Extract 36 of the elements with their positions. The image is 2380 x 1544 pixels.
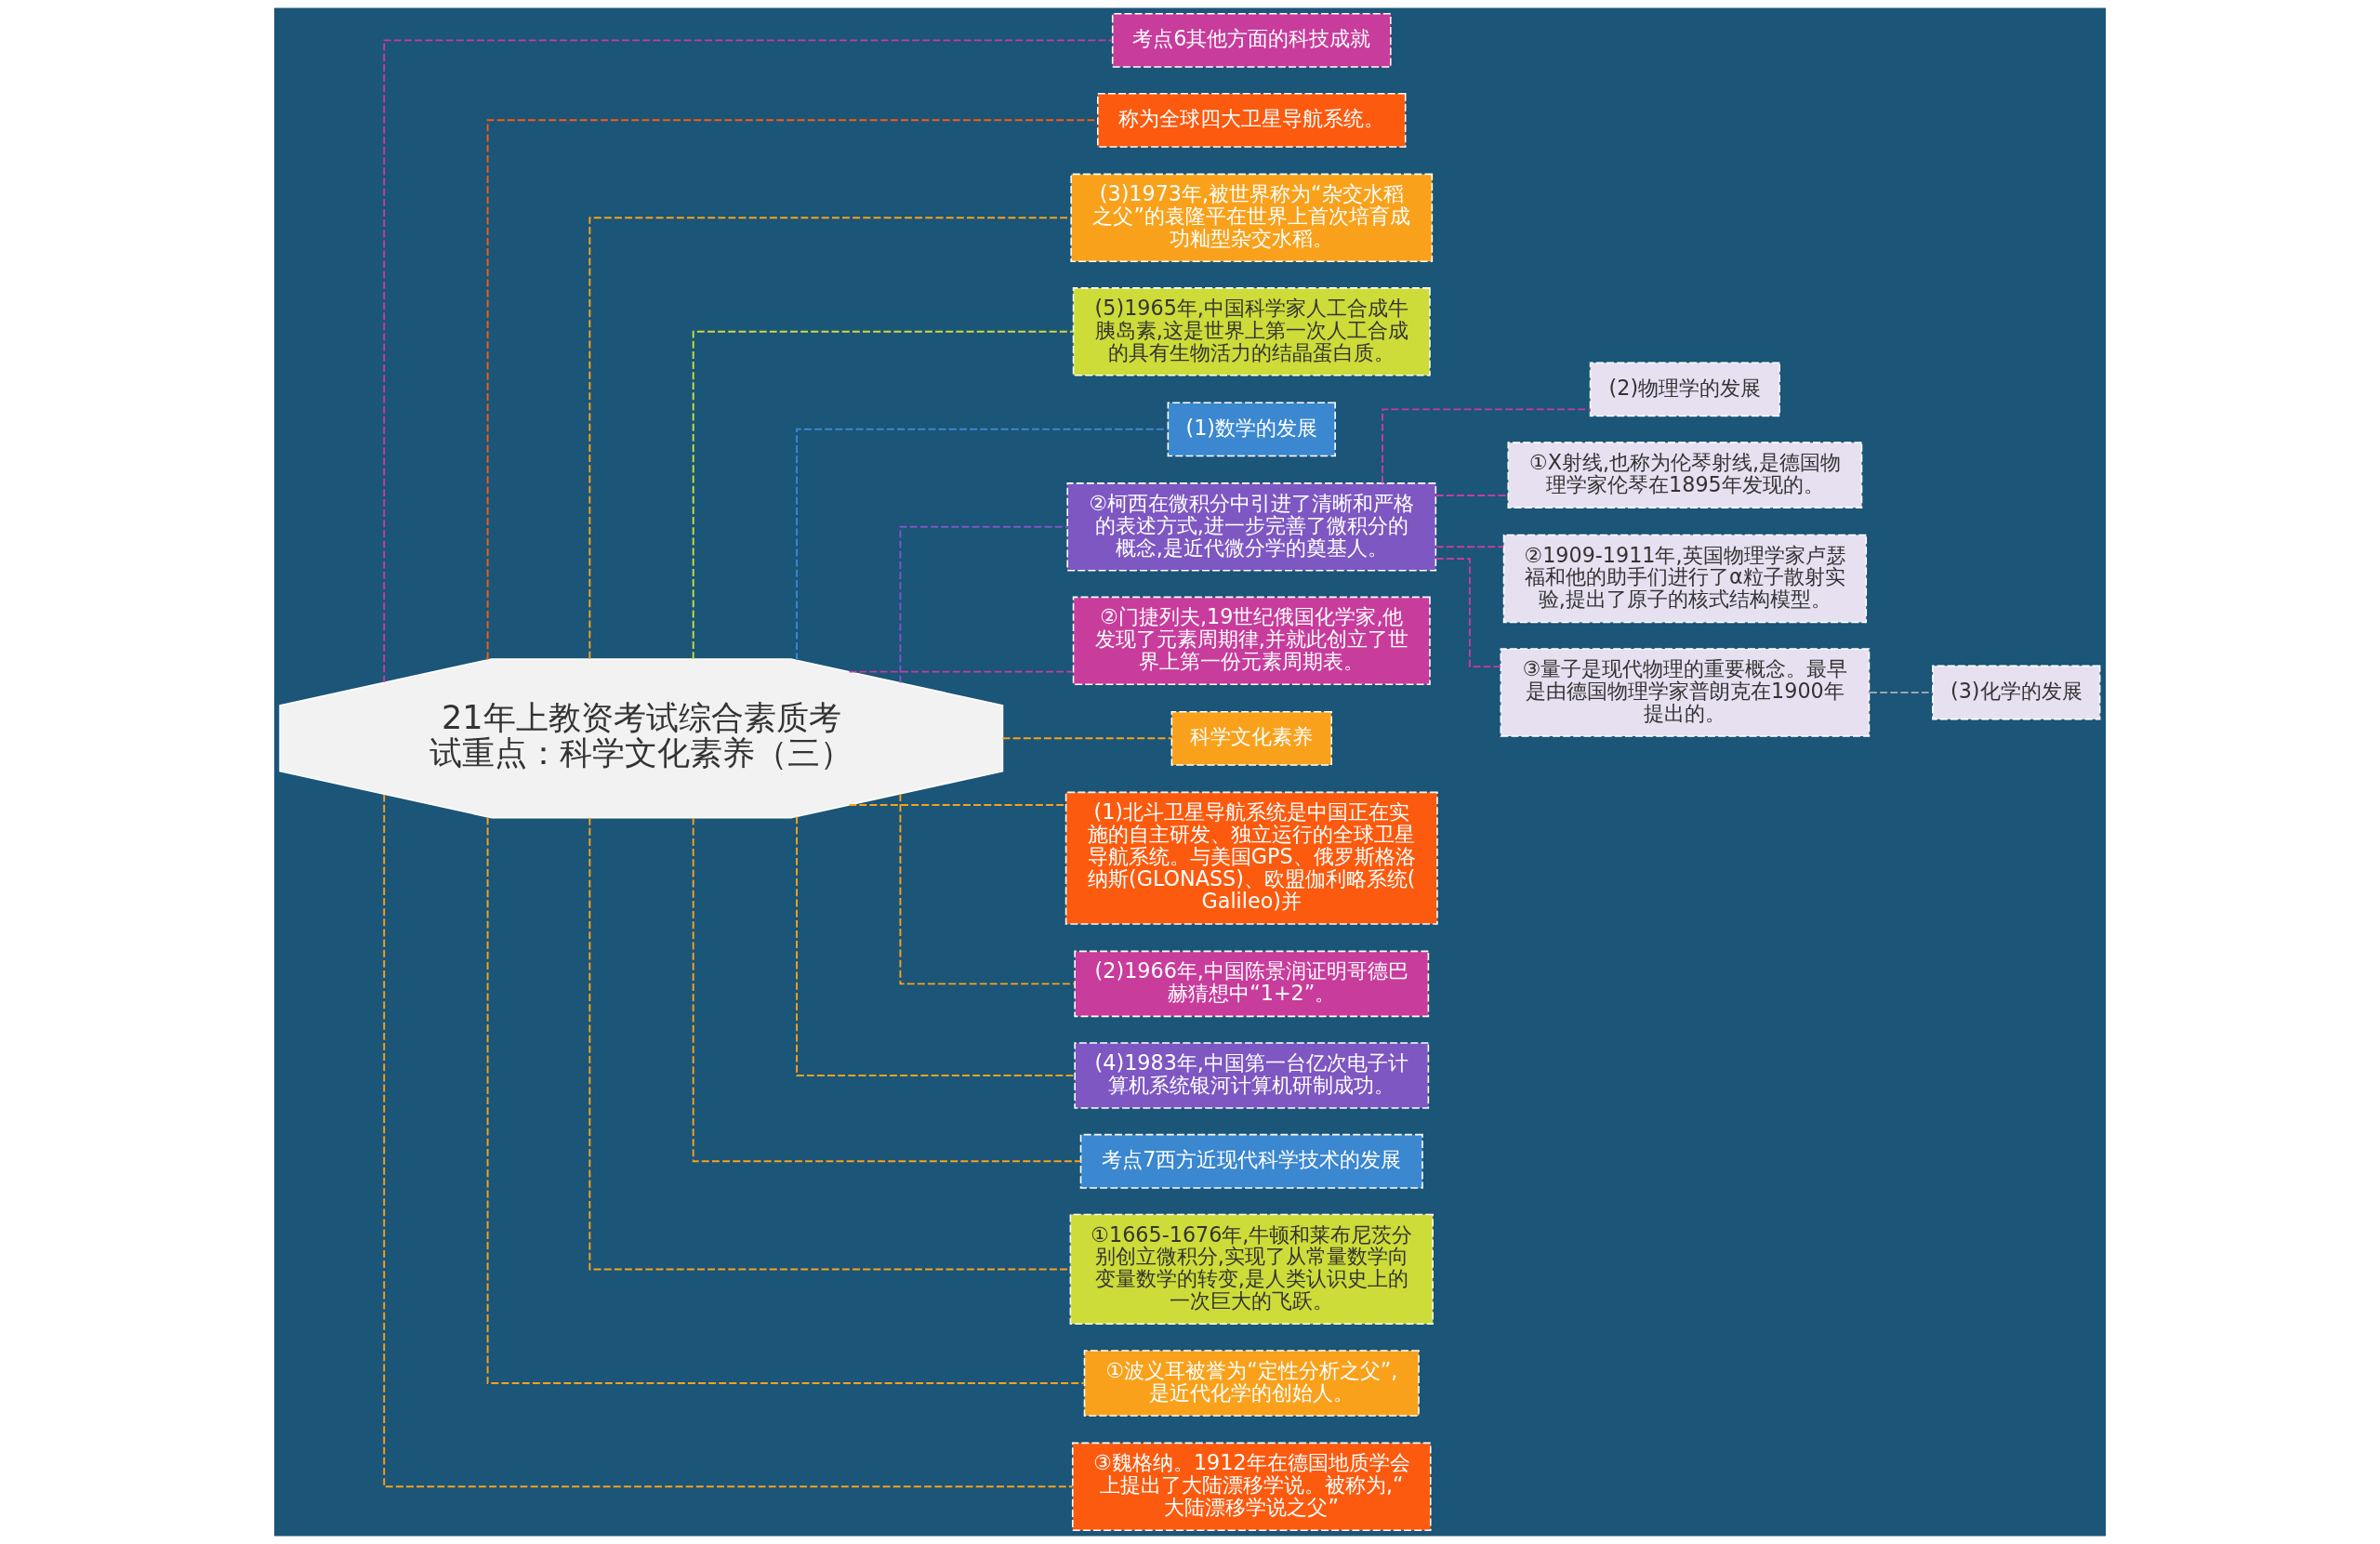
connector xyxy=(899,793,1076,985)
node-box: ①X射线,也称为伦琴射线,是德国物理学家伦琴在1895年发现的。 xyxy=(1507,442,1863,508)
node-box: ②门捷列夫,19世纪俄国化学家,他发现了元素周期律,并就此创立了世界上第一份元素周期表。 xyxy=(1072,596,1431,686)
node-box: ①波义耳被誉为“定性分析之父”,是近代化学的创始人。 xyxy=(1083,1350,1420,1417)
connector xyxy=(692,330,1075,660)
connector xyxy=(1435,546,1505,548)
node-box: 科学文化素养 xyxy=(1170,710,1332,766)
connector xyxy=(796,815,1076,1076)
node-box: (2)1966年,中国陈景润证明哥德巴赫猜想中“1+2”。 xyxy=(1074,950,1430,1018)
node-box: (2)物理学的发展 xyxy=(1589,362,1780,417)
node-box: 考点6其他方面的科技成就 xyxy=(1111,12,1392,68)
connector xyxy=(383,793,1074,1488)
node-box: ③魏格纳。1912年在德国地质学会上提出了大陆漂移学说。被称为,“大陆漂移学说之父” xyxy=(1071,1442,1432,1532)
node-box: (1)数学的发展 xyxy=(1167,402,1336,457)
node-box: ②1909-1911年,英国物理学家卢瑟福和他的助手们进行了α粒子散射实验,提出了原子的核式结构模型。 xyxy=(1502,534,1868,624)
node-box: ②柯西在微积分中引进了清晰和严格的表述方式,进一步完善了微积分的概念,是近代微分学的奠基人。 xyxy=(1066,482,1437,572)
connector xyxy=(1868,692,1934,693)
connector xyxy=(796,428,1169,661)
node-box: (3)1973年,被世界称为“杂交水稻之父”的袁隆平在世界上首次培育成功籼型杂交水稻。 xyxy=(1070,173,1434,263)
node-box: ③量子是现代物理的重要概念。最早是由德国物理学家普朗克在1900年提出的。 xyxy=(1500,648,1871,737)
connector xyxy=(692,816,1082,1163)
connector xyxy=(1435,558,1502,668)
node-box: (5)1965年,中国科学家人工合成牛胰岛素,这是世界上第一次人工合成的具有生物活力的结晶蛋白质。 xyxy=(1072,287,1431,376)
node-box: (4)1983年,中国第一台亿次电子计算机系统银河计算机研制成功。 xyxy=(1074,1042,1430,1109)
connector xyxy=(383,39,1114,684)
connector xyxy=(848,670,1075,673)
node-box: (3)化学的发展 xyxy=(1932,665,2101,720)
node-box: ①1665-1676年,牛顿和莱布尼茨分别创立微积分,实现了从常量数学向变量数学的转变,是人类认识史上的一次巨大的飞跃。 xyxy=(1069,1213,1434,1326)
connector xyxy=(899,525,1068,684)
connector xyxy=(588,217,1072,660)
node-box: (1)北斗卫星导航系统是中国正在实施的自主研发、独立运行的全球卫星导航系统。与美国GPS、俄罗斯格洛纳斯(GLONASS)、欧盟伽利略系统(Galileo)并 xyxy=(1064,791,1438,925)
node-box: 考点7西方近现代科学技术的发展 xyxy=(1079,1133,1423,1189)
connector xyxy=(486,816,1086,1384)
node-box: 称为全球四大卫星导航系统。 xyxy=(1097,92,1407,148)
connector xyxy=(1382,408,1592,484)
connector xyxy=(1001,737,1173,740)
